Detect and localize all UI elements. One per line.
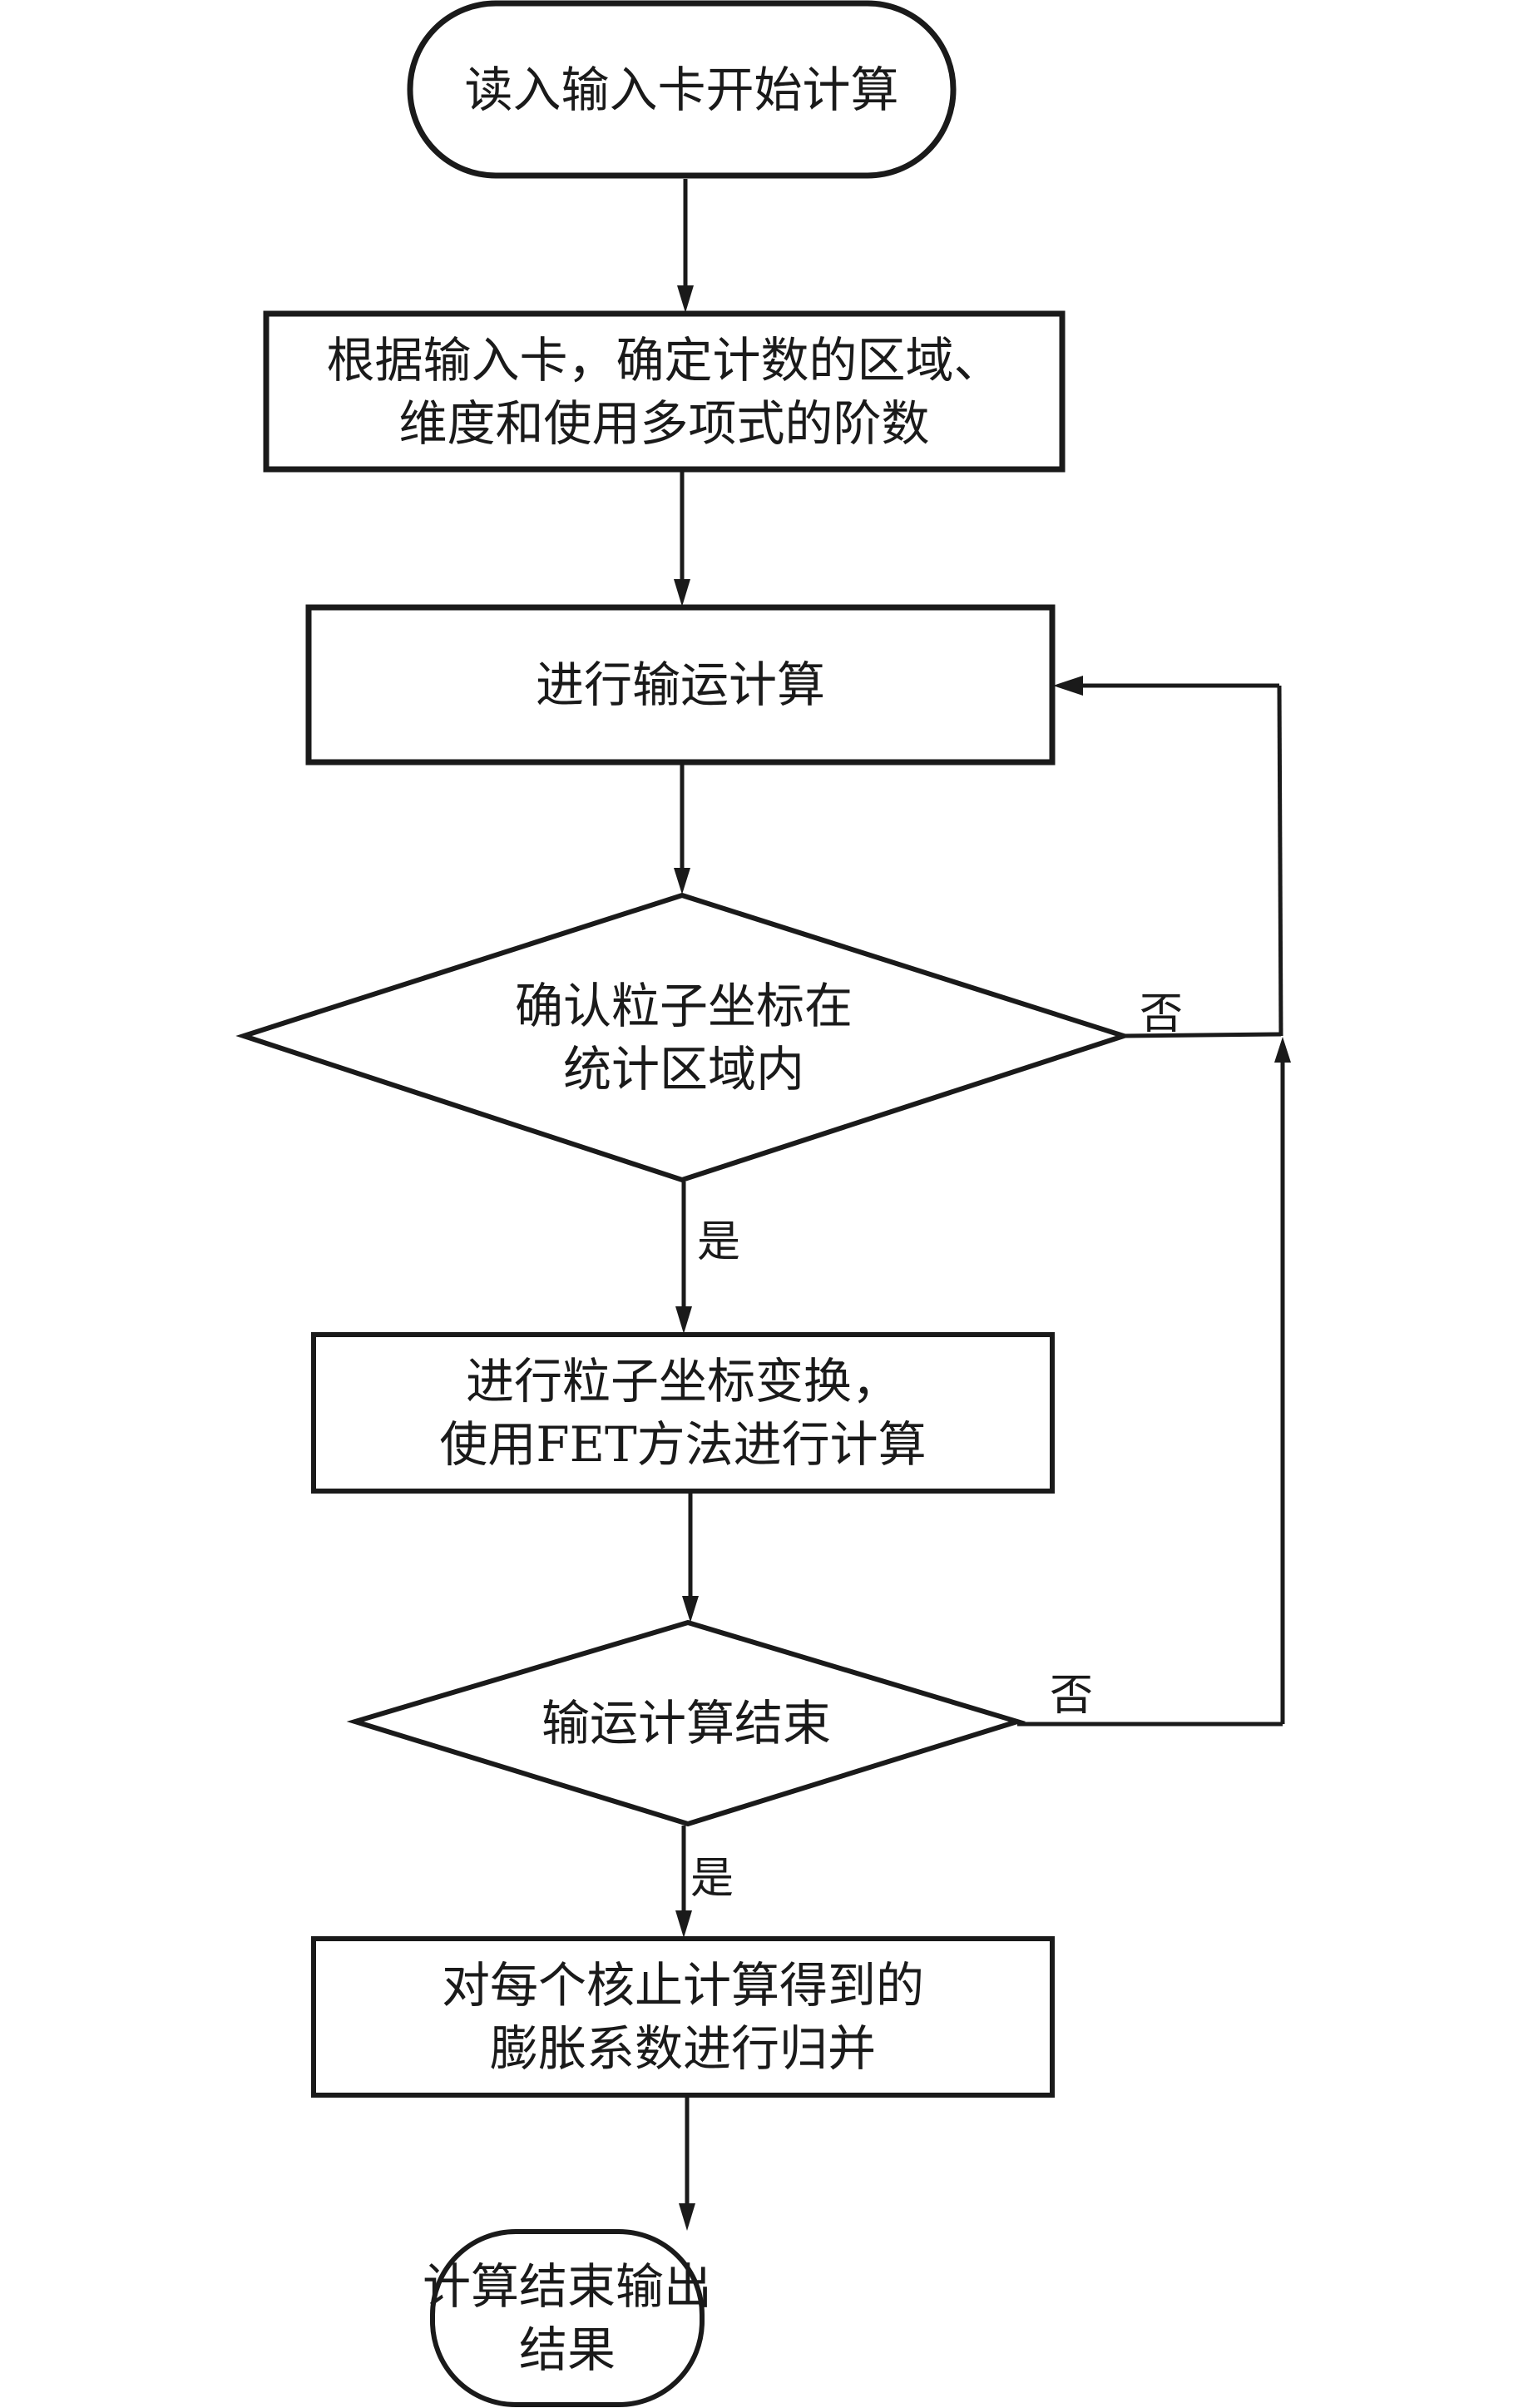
arrowhead-icon: [675, 1910, 692, 1938]
transform-box: 进行粒子坐标变换， 使用FET方法进行计算: [314, 1335, 1052, 1491]
arrowhead-icon: [677, 285, 694, 313]
start-terminal-label: 读入输入卡开始计算: [464, 61, 899, 118]
loop-return-line-upper: [1277, 685, 1283, 1037]
check-region-line-1: 确认粒子坐标在: [514, 978, 853, 1034]
yes-label-check-end: 是: [690, 1854, 734, 1904]
setup-box-line-1: 根据输入卡，确定计数的区域、: [326, 331, 1002, 389]
start-terminal: 读入输入卡开始计算: [410, 3, 953, 176]
arrowhead-icon: [674, 579, 690, 607]
merge-box-shape: [311, 1936, 1055, 2098]
setup-box-line-2: 维度和使用多项式的阶数: [398, 394, 930, 452]
setup-box-shape: [263, 310, 1066, 473]
transport-box-label: 进行输运计算: [535, 657, 825, 713]
end-terminal-shape: [430, 2229, 705, 2407]
end-terminal-label: 计算结束输出结果: [422, 2258, 712, 2378]
check-end-diamond: [346, 1619, 1026, 1827]
check-end-decision: 输运计算结束: [355, 1623, 1017, 1824]
transform-box-line-1: 进行粒子坐标变换，: [465, 1353, 900, 1410]
transform-box-shape: [311, 1332, 1055, 1494]
no-label-check-end: 否: [1050, 1671, 1094, 1721]
merge-box-line-1: 对每个核止计算得到的: [441, 1957, 924, 2014]
setup-box: 根据输入卡，确定计数的区域、 维度和使用多项式的阶数: [266, 314, 1062, 469]
arrow-check-no-branch: [1123, 1032, 1282, 1038]
arrowhead-icon: [682, 1596, 699, 1623]
arrowhead-icon: [675, 1306, 692, 1334]
arrowhead-icon: [679, 2203, 695, 2231]
end-terminal: 计算结束输出结果: [416, 2232, 719, 2405]
transport-box: 进行输运计算: [309, 607, 1052, 762]
check-region-decision: 确认粒子坐标在 统计区域内: [244, 895, 1124, 1180]
arrowhead-icon: [1053, 676, 1083, 696]
transport-box-shape: [305, 604, 1056, 766]
check-end-label: 输运计算结束: [541, 1695, 831, 1751]
start-terminal-shape: [407, 0, 957, 179]
arrowhead-icon: [674, 868, 690, 894]
transform-box-line-2: 使用FET方法进行计算: [439, 1416, 927, 1473]
merge-box: 对每个核止计算得到的 膨胀系数进行归并: [314, 1939, 1052, 2095]
merge-box-line-2: 膨胀系数进行归并: [489, 2020, 876, 2077]
yes-label-check-region: 是: [697, 1217, 741, 1267]
no-label-check-region: 否: [1140, 989, 1184, 1039]
arrowhead-icon: [1274, 1037, 1291, 1063]
check-region-diamond: [235, 892, 1132, 1183]
check-region-line-2: 统计区域内: [562, 1041, 804, 1097]
